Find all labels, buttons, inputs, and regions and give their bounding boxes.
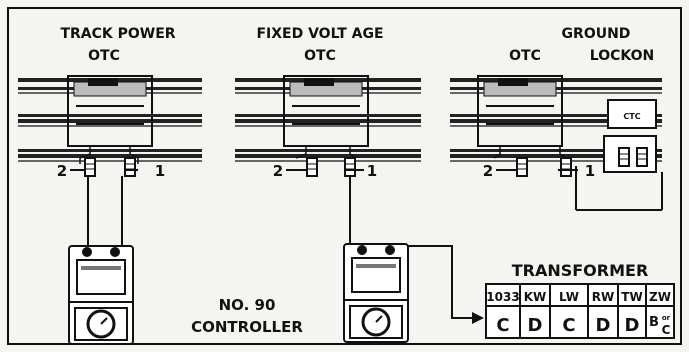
header-tw: TW — [621, 290, 642, 304]
value-1033: C — [496, 315, 509, 336]
terminal-1-label-3: 1 — [585, 162, 595, 180]
transformer-values: C D C D D B or C — [496, 314, 670, 337]
otc-terminals-1: 2 1 — [57, 146, 165, 180]
heading-fixed-voltage-otc: OTC — [304, 48, 336, 64]
value-tw: D — [625, 315, 640, 336]
otc-terminals-2: 2 1 — [273, 146, 377, 180]
controller-left — [67, 244, 135, 346]
heading-ground-lockon: LOCKON — [590, 48, 654, 64]
track-section-1 — [18, 75, 202, 162]
value-zw-alt: C — [662, 323, 671, 337]
transformer-table — [485, 283, 675, 339]
lockon: CTC — [603, 99, 657, 173]
transformer-title: TRANSFORMER — [512, 261, 649, 280]
controller-label-line2: CONTROLLER — [191, 318, 303, 336]
transformer-headers: 1033 KW LW RW TW ZW — [486, 290, 671, 304]
terminal-1-label-1: 1 — [155, 162, 165, 180]
value-zw-or: or — [662, 314, 671, 322]
header-zw: ZW — [649, 290, 671, 304]
header-kw: KW — [524, 290, 547, 304]
header-1033: 1033 — [486, 290, 519, 304]
terminal-2-label-3: 2 — [483, 162, 493, 180]
terminal-2-label-2: 2 — [273, 162, 283, 180]
lockon-label: CTC — [623, 112, 640, 121]
controller-label-line1: NO. 90 — [219, 296, 276, 314]
value-zw: B — [649, 315, 659, 330]
wires — [87, 166, 663, 324]
heading-ground: GROUND — [562, 26, 631, 42]
header-lw: LW — [559, 290, 579, 304]
terminal-2-label-1: 2 — [57, 162, 67, 180]
controller-right — [342, 242, 410, 344]
track-section-2 — [235, 75, 421, 162]
value-rw: D — [596, 315, 611, 336]
value-lw: C — [562, 315, 575, 336]
heading-fixed-voltage: FIXED VOLT AGE — [256, 26, 383, 42]
heading-track-power-otc: OTC — [88, 48, 120, 64]
value-kw: D — [528, 315, 543, 336]
header-rw: RW — [592, 290, 614, 304]
otc-terminals-3: 2 1 — [483, 146, 595, 180]
heading-ground-otc: OTC — [509, 48, 541, 64]
heading-track-power: TRACK POWER — [60, 26, 175, 42]
outer-border — [7, 7, 682, 345]
terminal-1-label-2: 1 — [367, 162, 377, 180]
